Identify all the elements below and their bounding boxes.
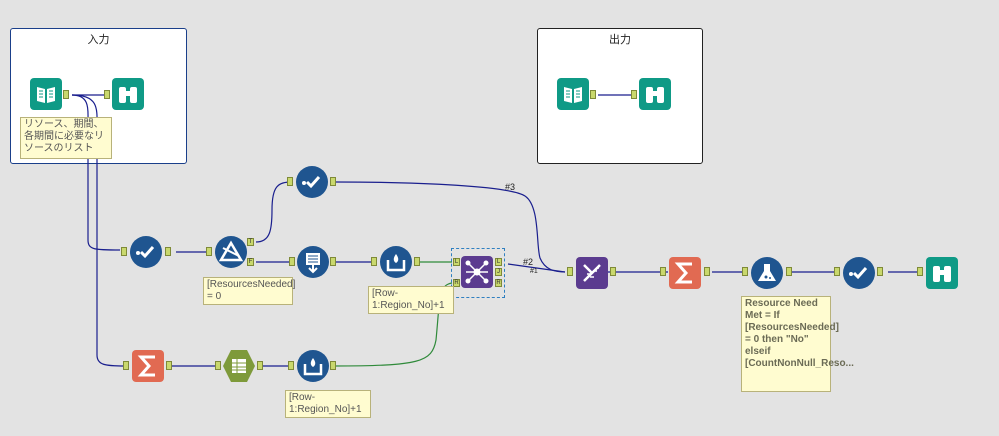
checkmark-icon bbox=[302, 176, 321, 189]
join-tool[interactable] bbox=[461, 256, 493, 288]
output-anchor[interactable] bbox=[330, 361, 336, 370]
output-browse-tool[interactable] bbox=[639, 78, 671, 110]
filter-annotation: [ResourcesNeeded] = 0 bbox=[203, 277, 295, 305]
wire-select-to-union bbox=[335, 181, 566, 273]
binoculars-icon bbox=[646, 87, 664, 103]
sigma-icon bbox=[674, 262, 692, 284]
union-tool[interactable] bbox=[576, 257, 608, 289]
join-right-output-anchor[interactable]: R bbox=[495, 279, 502, 287]
input-annotation: リソース、期間、各期間に必要なリソースのリスト bbox=[20, 117, 112, 159]
output-anchor[interactable] bbox=[414, 257, 420, 266]
crosstab-tool[interactable] bbox=[223, 350, 255, 382]
output-anchor[interactable] bbox=[590, 90, 596, 99]
multirow-formula-tool-top[interactable] bbox=[380, 246, 412, 278]
book-icon bbox=[37, 87, 55, 103]
output-anchor[interactable] bbox=[165, 247, 171, 256]
input-anchor[interactable] bbox=[121, 247, 127, 256]
input-anchor[interactable] bbox=[371, 257, 377, 266]
wire-filter-true-to-select bbox=[255, 181, 293, 243]
input-anchor[interactable] bbox=[567, 267, 573, 276]
filter-tool[interactable] bbox=[215, 236, 247, 268]
input-anchor[interactable] bbox=[123, 361, 129, 370]
output-anchor[interactable] bbox=[786, 267, 792, 276]
dna-icon bbox=[583, 264, 601, 282]
join-network-icon bbox=[465, 260, 489, 284]
input-container-title: 入力 bbox=[87, 34, 110, 46]
join-selection-box bbox=[451, 248, 505, 298]
multirow-formula-icon bbox=[386, 254, 406, 272]
sort-tool[interactable] bbox=[297, 246, 329, 278]
input-anchor[interactable] bbox=[660, 267, 666, 276]
output-anchor[interactable] bbox=[704, 267, 710, 276]
checkmark-icon bbox=[849, 267, 868, 280]
input-anchor[interactable] bbox=[288, 361, 294, 370]
filter-false-anchor[interactable]: F bbox=[247, 258, 254, 266]
output-anchor[interactable] bbox=[330, 257, 336, 266]
join-join-output-anchor[interactable]: J bbox=[495, 268, 502, 276]
wire-label-1: #1 bbox=[530, 268, 538, 275]
formula-annotation: Resource Need Met = If [ResourcesNeeded]… bbox=[741, 296, 854, 392]
formula-tool[interactable] bbox=[751, 257, 783, 289]
filter-triangle-icon bbox=[218, 240, 244, 262]
wire-label-3: #3 bbox=[505, 182, 516, 192]
output-anchor[interactable] bbox=[330, 177, 336, 186]
input-anchor[interactable] bbox=[104, 90, 110, 99]
binoculars-icon bbox=[119, 87, 137, 103]
input-anchor[interactable] bbox=[834, 267, 840, 276]
sort-icon bbox=[306, 253, 320, 274]
output-anchor[interactable] bbox=[166, 361, 172, 370]
input-anchor[interactable] bbox=[742, 267, 748, 276]
join-left-input-anchor[interactable]: L bbox=[453, 258, 460, 266]
output-anchor[interactable] bbox=[63, 90, 69, 99]
browse-tool[interactable] bbox=[112, 78, 144, 110]
input-anchor[interactable] bbox=[289, 257, 295, 266]
binoculars-icon bbox=[933, 266, 951, 282]
input-anchor[interactable] bbox=[287, 177, 293, 186]
input-anchor[interactable] bbox=[917, 267, 923, 276]
output-anchor[interactable] bbox=[877, 267, 883, 276]
checkmark-icon bbox=[136, 246, 155, 259]
output-anchor[interactable] bbox=[610, 267, 616, 276]
crosstab-table-icon bbox=[232, 359, 246, 373]
wire-input-to-summarize bbox=[71, 94, 126, 367]
input-anchor[interactable] bbox=[206, 247, 212, 256]
wire-input-to-select bbox=[71, 94, 121, 251]
multirow-formula-icon bbox=[303, 358, 323, 376]
join-right-input-anchor[interactable]: R bbox=[453, 279, 460, 287]
select-tool-final[interactable] bbox=[843, 257, 875, 289]
summarize-tool-bottom[interactable] bbox=[132, 350, 164, 382]
book-icon bbox=[564, 87, 582, 103]
multirow-formula-tool-bottom[interactable] bbox=[297, 350, 329, 382]
browse-tool-final[interactable] bbox=[926, 257, 958, 289]
output-anchor[interactable] bbox=[257, 361, 263, 370]
summarize-tool[interactable] bbox=[669, 257, 701, 289]
output-container-title: 出力 bbox=[609, 34, 631, 46]
join-left-output-anchor[interactable]: L bbox=[495, 258, 502, 266]
select-tool-top[interactable] bbox=[296, 166, 328, 198]
select-tool[interactable] bbox=[130, 236, 162, 268]
output-input-data-tool[interactable] bbox=[557, 78, 589, 110]
wire-label-2: #2 bbox=[523, 257, 534, 267]
filter-true-anchor[interactable]: T bbox=[247, 238, 254, 246]
flask-icon bbox=[758, 264, 776, 281]
input-data-tool[interactable] bbox=[30, 78, 62, 110]
multirow-bottom-annotation: [Row-1:Region_No]+1 bbox=[285, 390, 371, 418]
input-anchor[interactable] bbox=[631, 90, 637, 99]
wire-join-to-union bbox=[507, 263, 566, 273]
multirow-top-annotation: [Row-1:Region_No]+1 bbox=[368, 286, 454, 314]
input-anchor[interactable] bbox=[215, 361, 221, 370]
sigma-icon bbox=[137, 355, 155, 377]
